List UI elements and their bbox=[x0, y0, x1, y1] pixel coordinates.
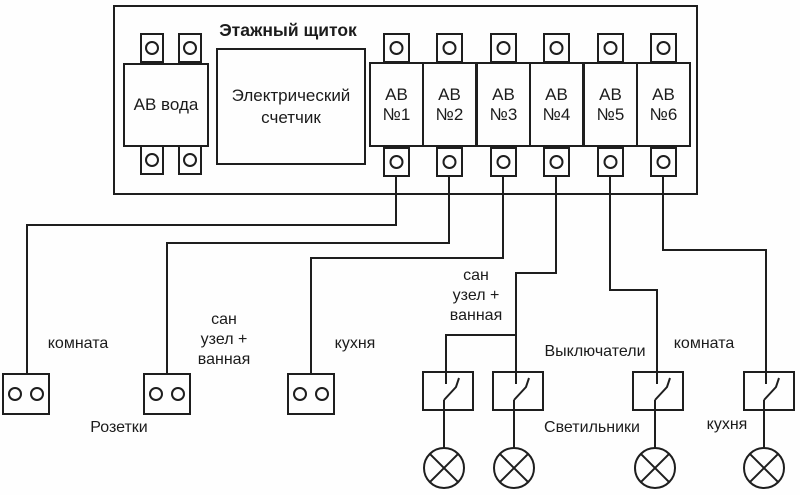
breaker-2-label-line2: №2 bbox=[435, 104, 464, 124]
breaker-3-label-line1: АВ bbox=[492, 84, 515, 104]
lamp-bathroom-2 bbox=[494, 448, 534, 488]
switch-room bbox=[632, 371, 684, 411]
switch-bathroom-2 bbox=[492, 371, 544, 411]
label-light-bathroom-line1: сан bbox=[463, 267, 489, 284]
breaker-4-label-line1: АВ bbox=[545, 84, 568, 104]
breaker-5-label-line1: АВ bbox=[599, 84, 622, 104]
switch-bathroom-1 bbox=[422, 371, 474, 411]
lamp-bathroom-1 bbox=[424, 448, 464, 488]
breaker-2: АВ №2 bbox=[422, 62, 477, 147]
label-switches-group: Выключатели bbox=[544, 343, 646, 360]
label-socket-bathroom-line2: узел + bbox=[200, 331, 248, 348]
breaker-3-terminal-bottom bbox=[490, 147, 517, 177]
breaker-1-label-line2: №1 bbox=[382, 104, 411, 124]
breaker-5-terminal-top bbox=[597, 33, 624, 63]
breaker-1: АВ №1 bbox=[369, 62, 424, 147]
label-light-kitchen: кухня bbox=[706, 416, 748, 433]
breaker-1-label-line1: АВ bbox=[385, 84, 408, 104]
electric-meter: Электрический счетчик bbox=[216, 48, 366, 165]
breaker-2-label-line1: АВ bbox=[438, 84, 461, 104]
water-breaker-terminal-bottom-2 bbox=[178, 145, 202, 175]
water-breaker-label: АВ вода bbox=[133, 95, 199, 114]
breaker-6-label-line2: №6 bbox=[649, 104, 678, 124]
socket-kitchen bbox=[287, 373, 335, 415]
breaker-1-terminal-top bbox=[383, 33, 410, 63]
breaker-3-terminal-top bbox=[490, 33, 517, 63]
label-lights-group: Светильники bbox=[544, 419, 640, 436]
label-light-bathroom-line2: узел + bbox=[452, 287, 500, 304]
lamp-kitchen bbox=[744, 448, 784, 488]
meter-label-line2: счетчик bbox=[261, 107, 321, 127]
label-light-bathroom-line3: ванная bbox=[449, 307, 503, 324]
breaker-5: АВ №5 bbox=[583, 62, 638, 147]
socket-room bbox=[2, 373, 50, 415]
breaker-4-terminal-top bbox=[543, 33, 570, 63]
breaker-5-label-line2: №5 bbox=[596, 104, 625, 124]
breaker-4-label-line2: №4 bbox=[542, 104, 571, 124]
socket-bathroom bbox=[143, 373, 191, 415]
label-socket-bathroom-line1: сан bbox=[211, 311, 237, 328]
breaker-2-terminal-bottom bbox=[436, 147, 463, 177]
meter-label-line1: Электрический bbox=[231, 85, 351, 105]
water-breaker-terminal-bottom-1 bbox=[140, 145, 164, 175]
breaker-6: АВ №6 bbox=[636, 62, 691, 147]
breaker-4-terminal-bottom bbox=[543, 147, 570, 177]
switch-kitchen bbox=[743, 371, 795, 411]
breaker-3: АВ №3 bbox=[476, 62, 531, 147]
breaker-6-label-line1: АВ bbox=[652, 84, 675, 104]
lamp-room bbox=[635, 448, 675, 488]
breaker-1-terminal-bottom bbox=[383, 147, 410, 177]
breaker-4: АВ №4 bbox=[529, 62, 584, 147]
water-breaker-terminal-top-1 bbox=[140, 33, 164, 63]
wire-branch-bathroom-switch1 bbox=[446, 335, 516, 371]
water-breaker: АВ вода bbox=[123, 63, 209, 147]
label-sockets-group: Розетки bbox=[90, 419, 148, 436]
breaker-6-terminal-bottom bbox=[650, 147, 677, 177]
label-light-room: комната bbox=[673, 335, 735, 352]
label-socket-room: комната bbox=[47, 335, 109, 352]
breaker-6-terminal-top bbox=[650, 33, 677, 63]
label-socket-bathroom: сан узел + ванная bbox=[198, 310, 250, 370]
breaker-3-label-line2: №3 bbox=[489, 104, 518, 124]
breaker-5-terminal-bottom bbox=[597, 147, 624, 177]
panel-title: Этажный щиток bbox=[219, 20, 357, 40]
breaker-2-terminal-top bbox=[436, 33, 463, 63]
label-socket-kitchen: кухня bbox=[334, 335, 376, 352]
water-breaker-terminal-top-2 bbox=[178, 33, 202, 63]
label-socket-bathroom-line3: ванная bbox=[197, 351, 251, 368]
label-light-bathroom: сан узел + ванная bbox=[450, 266, 502, 326]
